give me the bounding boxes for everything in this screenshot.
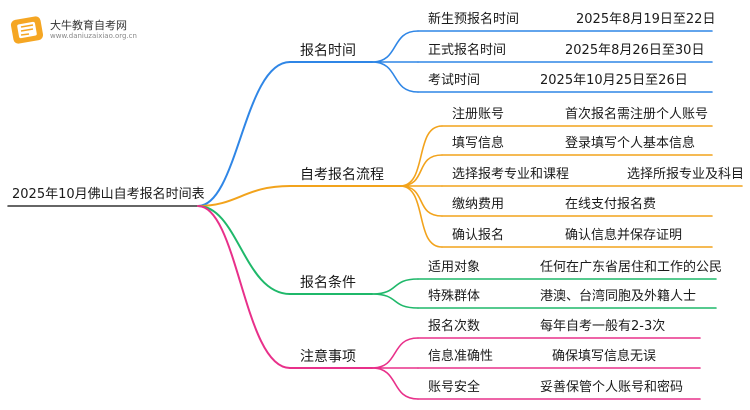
logo-name: 大牛教育自考网 [50,19,127,32]
leaf-node-1-1: 填写信息 [452,136,505,151]
leaf-node-0-1: 正式报名时间 [428,43,507,58]
branch-connector-1 [197,185,291,207]
leaf-node-1-2: 选择报考专业和课程 [452,167,570,182]
leaf-connector-1-3 [399,185,443,217]
leaf-node-3-2: 账号安全 [428,380,481,395]
leaf-detail-1-0: 首次报名需注册个人账号 [565,107,709,122]
root-node: 2025年10月佛山自考报名时间表 [12,187,205,202]
leaf-node-3-1: 信息准确性 [428,349,494,364]
branch-connector-3 [197,205,291,369]
leaf-detail-3-1: 确保填写信息无误 [552,349,657,364]
branch-node-2: 报名条件 [300,275,356,291]
leaf-node-1-4: 确认报名 [452,228,505,243]
leaf-node-1-3: 缴纳费用 [452,197,505,212]
leaf-connector-1-4 [399,185,443,248]
leaf-connector-0-0 [371,30,419,63]
leaf-node-0-0: 新生预报名时间 [428,12,520,27]
leaf-detail-1-1: 登录填写个人基本信息 [565,136,696,151]
branch-node-0: 报名时间 [300,43,356,59]
leaf-node-2-0: 适用对象 [428,260,481,275]
leaf-connector-3-0 [371,337,419,369]
leaf-connector-0-2 [371,61,419,93]
branch-connector-0 [197,61,291,207]
leaf-detail-2-1: 港澳、台湾同胞及外籍人士 [540,289,697,304]
leaf-node-0-2: 考试时间 [428,73,481,88]
leaf-connector-2-0 [371,278,419,295]
leaf-detail-3-2: 妥善保管个人账号和密码 [540,380,684,395]
leaf-detail-3-0: 每年自考一般有2-3次 [540,319,666,334]
logo-url: www.daniuzaixiao.org.cn [50,32,137,40]
leaf-detail-0-2: 2025年10月25日至26日 [540,73,688,88]
branch-node-3: 注意事项 [300,349,356,365]
leaf-node-1-0: 注册账号 [452,107,505,122]
branch-node-1: 自考报名流程 [300,167,384,183]
leaf-detail-0-0: 2025年8月19日至22日 [576,12,716,27]
leaf-detail-1-2: 选择所报专业及科目 [627,167,745,182]
leaf-connector-1-0 [399,125,443,187]
leaf-node-3-0: 报名次数 [428,319,481,334]
leaf-node-2-1: 特殊群体 [428,289,481,304]
leaf-connector-1-1 [399,154,443,187]
leaf-connector-2-1 [371,293,419,309]
leaf-detail-0-1: 2025年8月26日至30日 [565,43,705,58]
leaf-detail-1-4: 确认信息并保存证明 [565,228,683,243]
logo: 大牛教育自考网 www.daniuzaixiao.org.cn [8,12,178,48]
leaf-detail-1-3: 在线支付报名费 [565,197,657,212]
leaf-detail-2-0: 任何在广东省居住和工作的公民 [540,260,723,275]
logo-icon [10,16,44,44]
leaf-connector-3-2 [371,367,419,400]
branch-connector-2 [197,205,291,295]
